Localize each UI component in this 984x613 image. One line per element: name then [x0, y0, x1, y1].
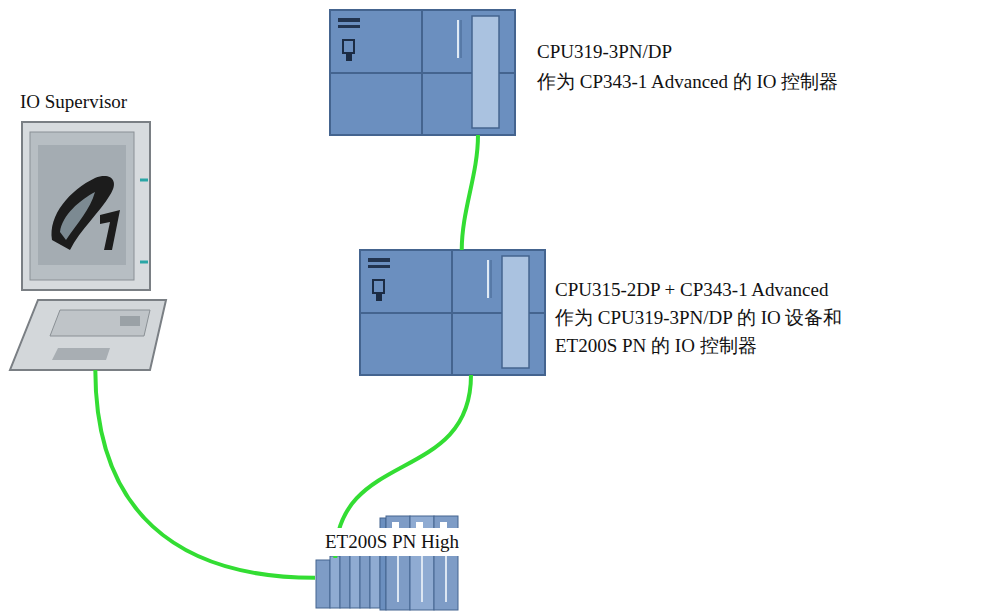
cpu319-rack	[330, 10, 515, 135]
pc-device: IO Supervisor	[10, 118, 168, 370]
network-cable	[462, 135, 478, 250]
device-role: 作为 CP343-1 Advanced 的 IO 控制器	[537, 68, 838, 96]
network-cable	[95, 370, 315, 578]
device-name: IO Supervisor	[20, 88, 127, 116]
cable-line	[462, 135, 478, 250]
device-name: CPU319-3PN/DP	[537, 38, 672, 66]
cpu315-rack	[360, 250, 545, 375]
pc-icon	[10, 122, 166, 370]
cable-line	[95, 370, 315, 578]
device-name: CPU315-2DP + CP343-1 Advanced	[555, 276, 828, 304]
cpu319-device: CPU319-3PN/DP作为 CP343-1 Advanced 的 IO 控制…	[330, 10, 515, 135]
device-name: ET200S PN High	[323, 528, 461, 556]
cpu315-device: CPU315-2DP + CP343-1 Advanced作为 CPU319-3…	[360, 250, 545, 375]
et200s-device: ET200S PN High	[315, 558, 460, 610]
device-role: 作为 CPU319-3PN/DP 的 IO 设备和 ET200S PN 的 IO…	[555, 304, 890, 360]
